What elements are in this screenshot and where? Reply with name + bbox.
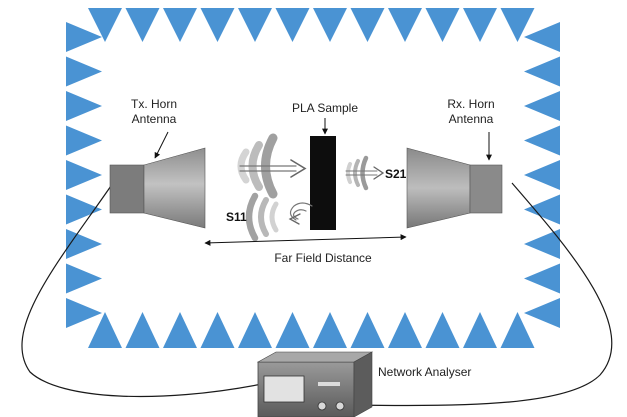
analyser-screen [263, 375, 305, 403]
far-field-arrow [204, 234, 407, 246]
rx-antenna-label-line2: Antenna [448, 112, 494, 126]
absorber-left-3 [66, 125, 102, 156]
absorber-top-3 [200, 8, 235, 42]
absorber-right-4 [524, 160, 560, 190]
absorber-top-1 [125, 8, 160, 42]
absorber-bottom-1 [125, 312, 160, 348]
tx-antenna-horn [143, 147, 206, 229]
tx-antenna-waveguide [109, 164, 145, 214]
absorber-left-5 [66, 194, 102, 225]
absorber-top-5 [275, 8, 310, 42]
network-analyser-label: Network Analyser [378, 365, 472, 379]
analyser-port-2 [335, 401, 345, 411]
absorber-top-9 [425, 8, 460, 42]
absorber-top-8 [388, 8, 422, 42]
absorber-left-4 [66, 160, 102, 190]
incident-wave [237, 133, 307, 199]
rx-antenna-label-line1: Rx. Horn [447, 97, 495, 111]
absorber-bottom-9 [425, 312, 460, 348]
reflected-wave [245, 192, 313, 242]
pla-sample [310, 136, 336, 230]
absorber-bottom-2 [163, 312, 197, 348]
absorber-right-1 [524, 56, 560, 87]
far-field-label: Far Field Distance [274, 251, 372, 265]
absorber-bottom-3 [200, 312, 235, 348]
absorber-top-6 [313, 8, 347, 42]
s11-label: S11 [226, 210, 247, 224]
absorber-top-0 [88, 8, 122, 42]
absorber-right-7 [524, 263, 560, 294]
absorber-bottom-7 [350, 312, 385, 348]
absorber-right-6 [524, 229, 560, 259]
absorber-left-0 [66, 22, 102, 52]
tx-antenna-label-line2: Antenna [131, 112, 177, 126]
rx-antenna-horn [406, 147, 471, 229]
absorber-right-0 [524, 22, 560, 52]
absorber-left-2 [66, 91, 102, 121]
absorber-bottom-8 [388, 312, 422, 348]
rx-cable [354, 182, 613, 407]
tx-antenna-label-line1: Tx. Horn [130, 97, 177, 111]
tx-horn-antenna [109, 147, 206, 229]
absorber-right-5 [524, 194, 560, 225]
absorber-bottom-6 [313, 312, 347, 348]
absorber-bottom-5 [275, 312, 310, 348]
absorber-top-4 [238, 8, 272, 42]
absorber-right-3 [524, 125, 560, 156]
rx-antenna-waveguide [469, 164, 503, 214]
analyser-port-1 [317, 401, 327, 411]
tx-cable [21, 182, 263, 398]
tx-antenna-label: Tx. Horn Antenna [124, 97, 184, 127]
absorber-right-2 [524, 91, 560, 121]
absorber-right-8 [524, 298, 560, 328]
transmitted-wave [345, 155, 385, 191]
absorber-top-2 [163, 8, 197, 42]
absorber-wall [66, 8, 560, 348]
rx-antenna-label: Rx. Horn Antenna [440, 97, 502, 127]
network-analyser [256, 351, 374, 417]
tx-label-pointer [154, 131, 169, 159]
s21-label: S21 [385, 167, 407, 181]
absorber-bottom-4 [238, 312, 272, 348]
absorber-left-7 [66, 263, 102, 294]
absorber-left-1 [66, 56, 102, 87]
rx-horn-antenna [406, 147, 503, 229]
absorber-bottom-10 [463, 312, 497, 348]
sample-label: PLA Sample [291, 101, 359, 115]
absorber-top-11 [500, 8, 535, 42]
absorber-left-6 [66, 229, 102, 259]
absorber-bottom-11 [500, 312, 535, 348]
absorber-top-10 [463, 8, 497, 42]
absorber-bottom-0 [88, 312, 122, 348]
absorber-top-7 [350, 8, 385, 42]
absorber-left-8 [66, 298, 102, 328]
